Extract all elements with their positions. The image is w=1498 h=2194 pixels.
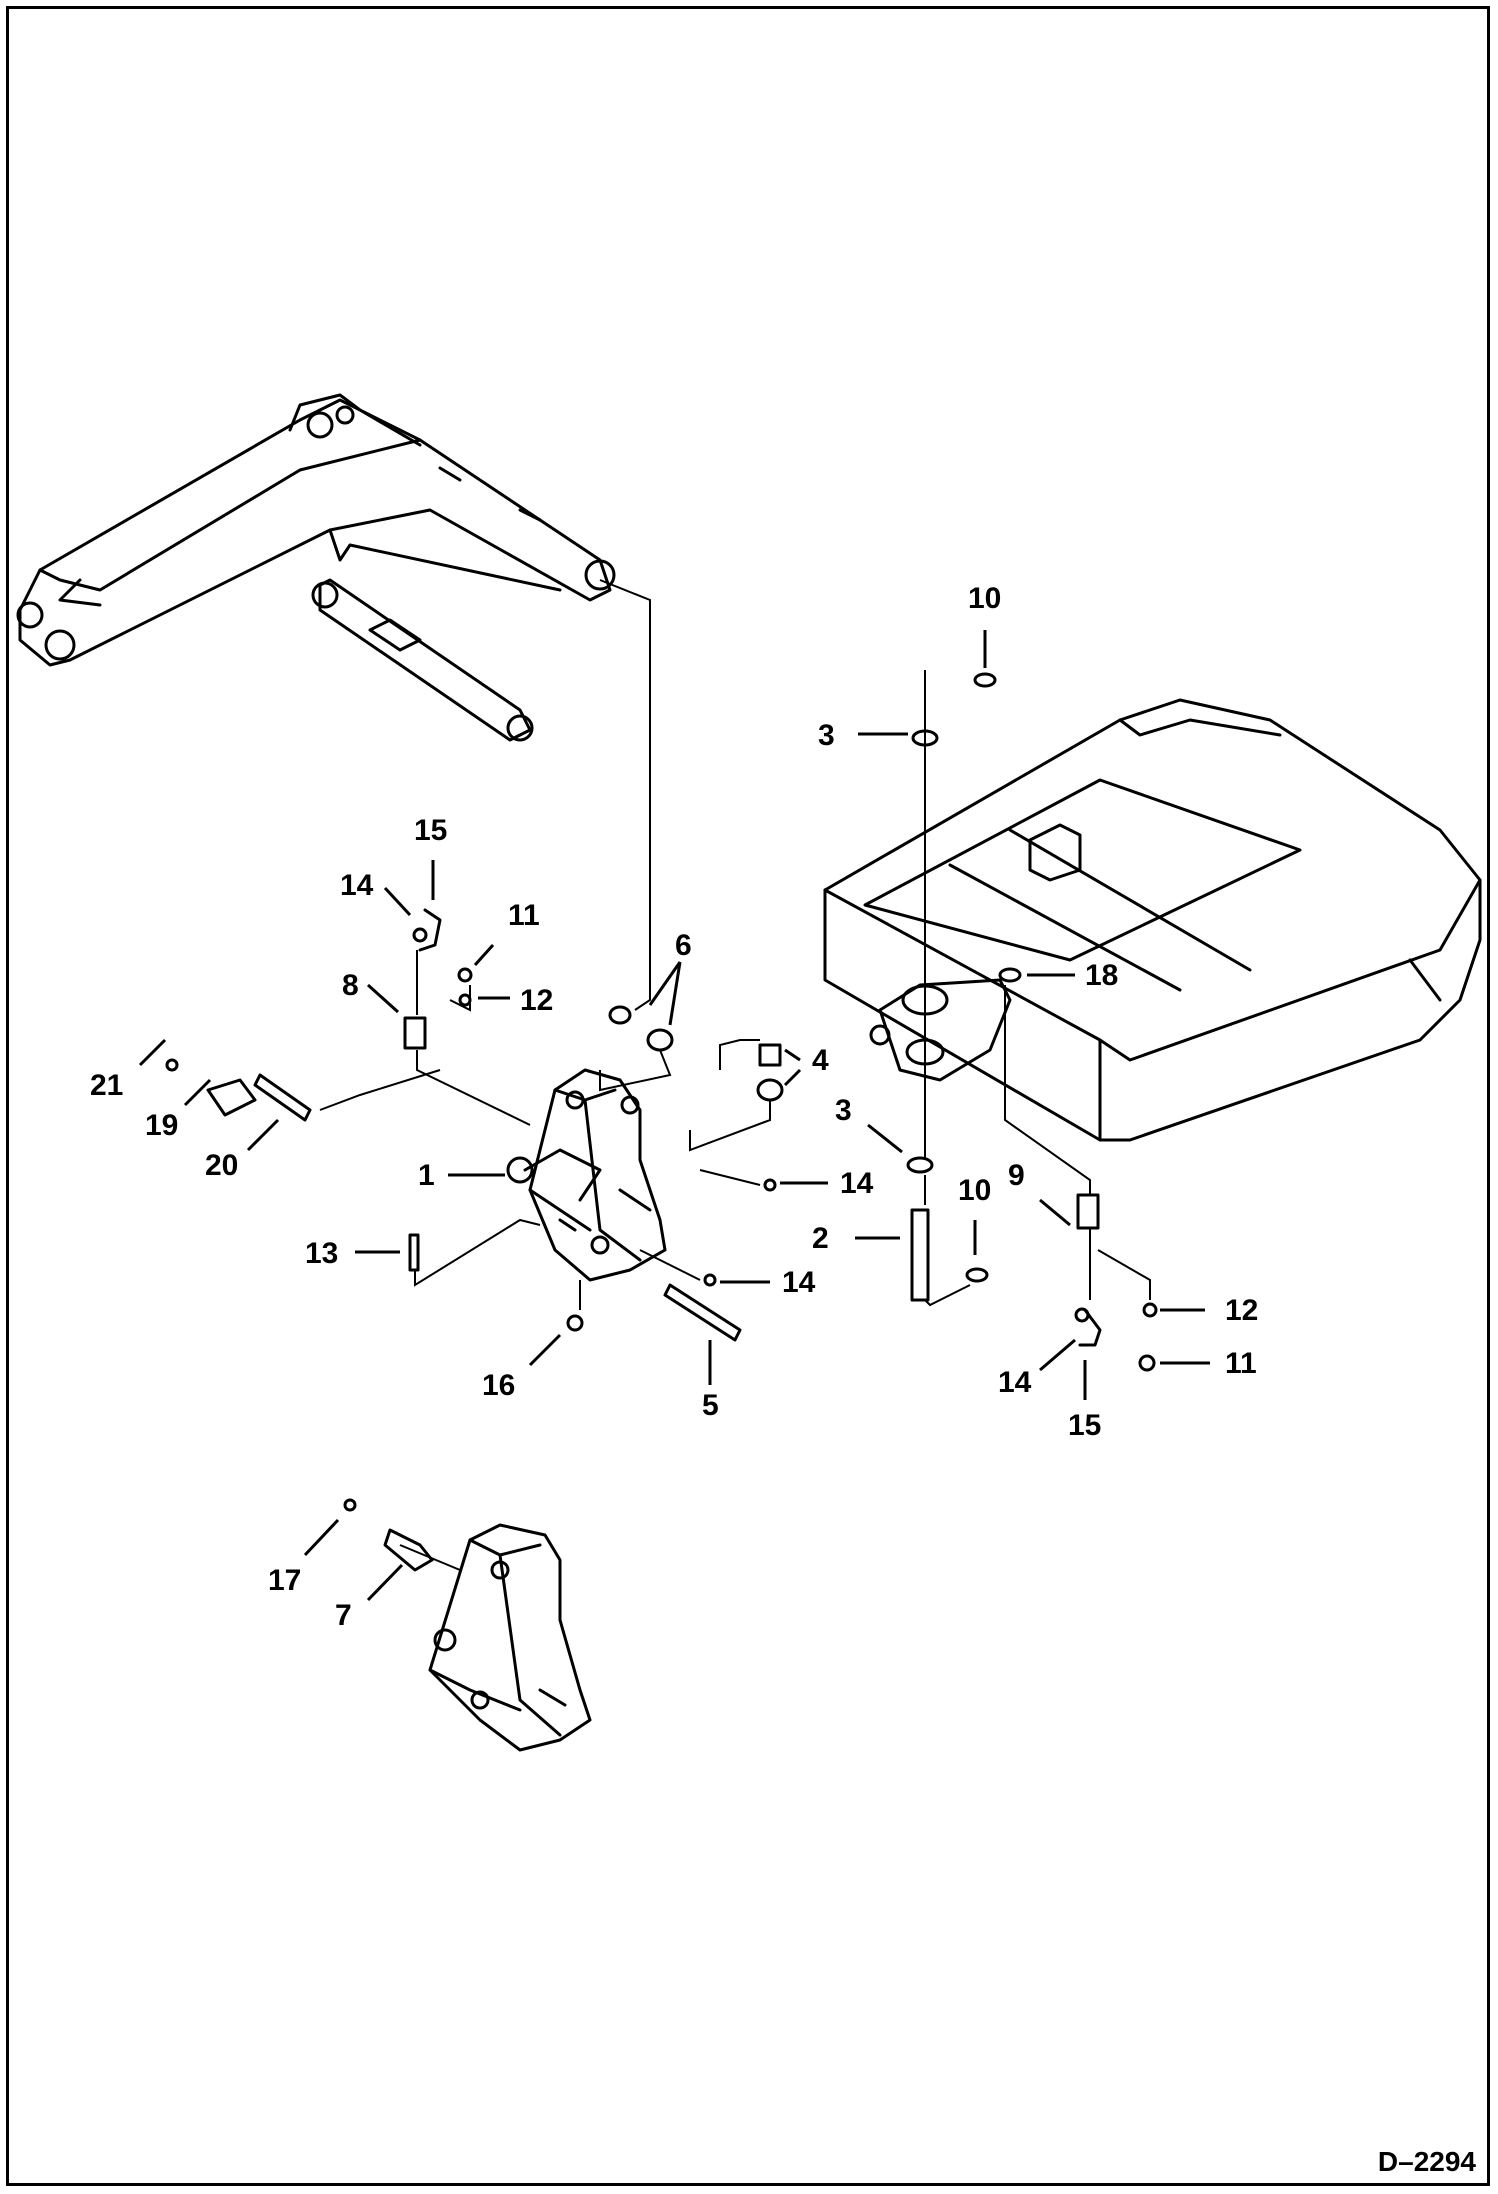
callout-labels: 10 3 15 14 11 6 8 12 18 4 21 19 20 3 1 1… — [90, 582, 1258, 1632]
callout-14: 14 — [782, 1266, 816, 1299]
callout-2: 2 — [812, 1222, 829, 1255]
boom-arm — [16, 393, 616, 667]
callout-14: 14 — [840, 1167, 874, 1200]
swing-casting — [506, 1068, 667, 1282]
callout-14: 14 — [998, 1366, 1032, 1399]
callout-20: 20 — [205, 1149, 238, 1182]
callout-10: 10 — [968, 582, 1001, 615]
boom-cylinder — [311, 578, 534, 742]
callout-12: 12 — [1225, 1294, 1258, 1327]
callout-15: 15 — [414, 814, 447, 847]
callout-8: 8 — [342, 969, 359, 1002]
callout-21: 21 — [90, 1069, 123, 1102]
callout-19: 19 — [145, 1109, 178, 1142]
callout-15: 15 — [1068, 1409, 1101, 1442]
callout-17: 17 — [268, 1564, 301, 1597]
callout-4: 4 — [812, 1044, 829, 1077]
callout-10: 10 — [958, 1174, 991, 1207]
callout-14: 14 — [340, 869, 374, 902]
callout-9: 9 — [1008, 1159, 1025, 1192]
callout-1: 1 — [418, 1159, 435, 1192]
leader-lines — [138, 630, 1210, 1602]
callout-18: 18 — [1085, 959, 1118, 992]
callout-7: 7 — [335, 1599, 352, 1632]
callout-16: 16 — [482, 1369, 515, 1402]
callout-11: 11 — [1225, 1347, 1257, 1380]
hardware-parts — [165, 672, 1158, 1572]
alternate-casting — [428, 1523, 592, 1752]
drawing-code: D–2294 — [1377, 2146, 1476, 2177]
callout-5: 5 — [702, 1389, 719, 1422]
callout-13: 13 — [305, 1237, 338, 1270]
callout-11: 11 — [508, 899, 540, 932]
machine-frame — [823, 698, 1482, 1142]
callout-6: 6 — [675, 929, 692, 962]
callout-3: 3 — [818, 719, 835, 752]
callout-12: 12 — [520, 984, 553, 1017]
callout-3: 3 — [835, 1094, 852, 1127]
swing-bracket — [869, 978, 1012, 1082]
assembly-lines — [319, 579, 1151, 1571]
